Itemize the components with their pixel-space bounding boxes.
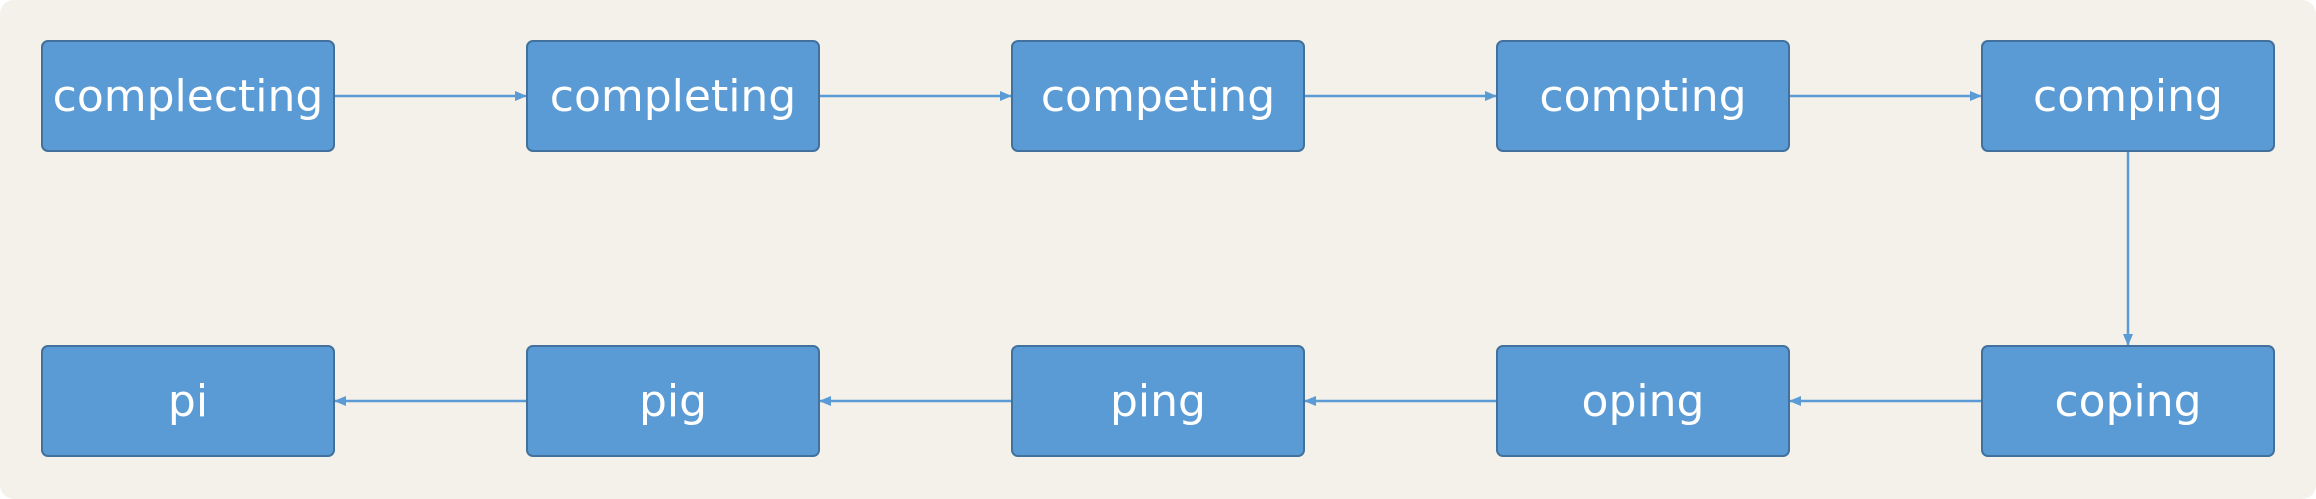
node-comping: comping [1981,40,2275,152]
node-compting: compting [1496,40,1790,152]
node-coping: coping [1981,345,2275,457]
node-completing: completing [526,40,820,152]
node-oping: oping [1496,345,1790,457]
node-complecting: complecting [41,40,335,152]
node-pig: pig [526,345,820,457]
node-competing: competing [1011,40,1305,152]
node-pi: pi [41,345,335,457]
node-ping: ping [1011,345,1305,457]
